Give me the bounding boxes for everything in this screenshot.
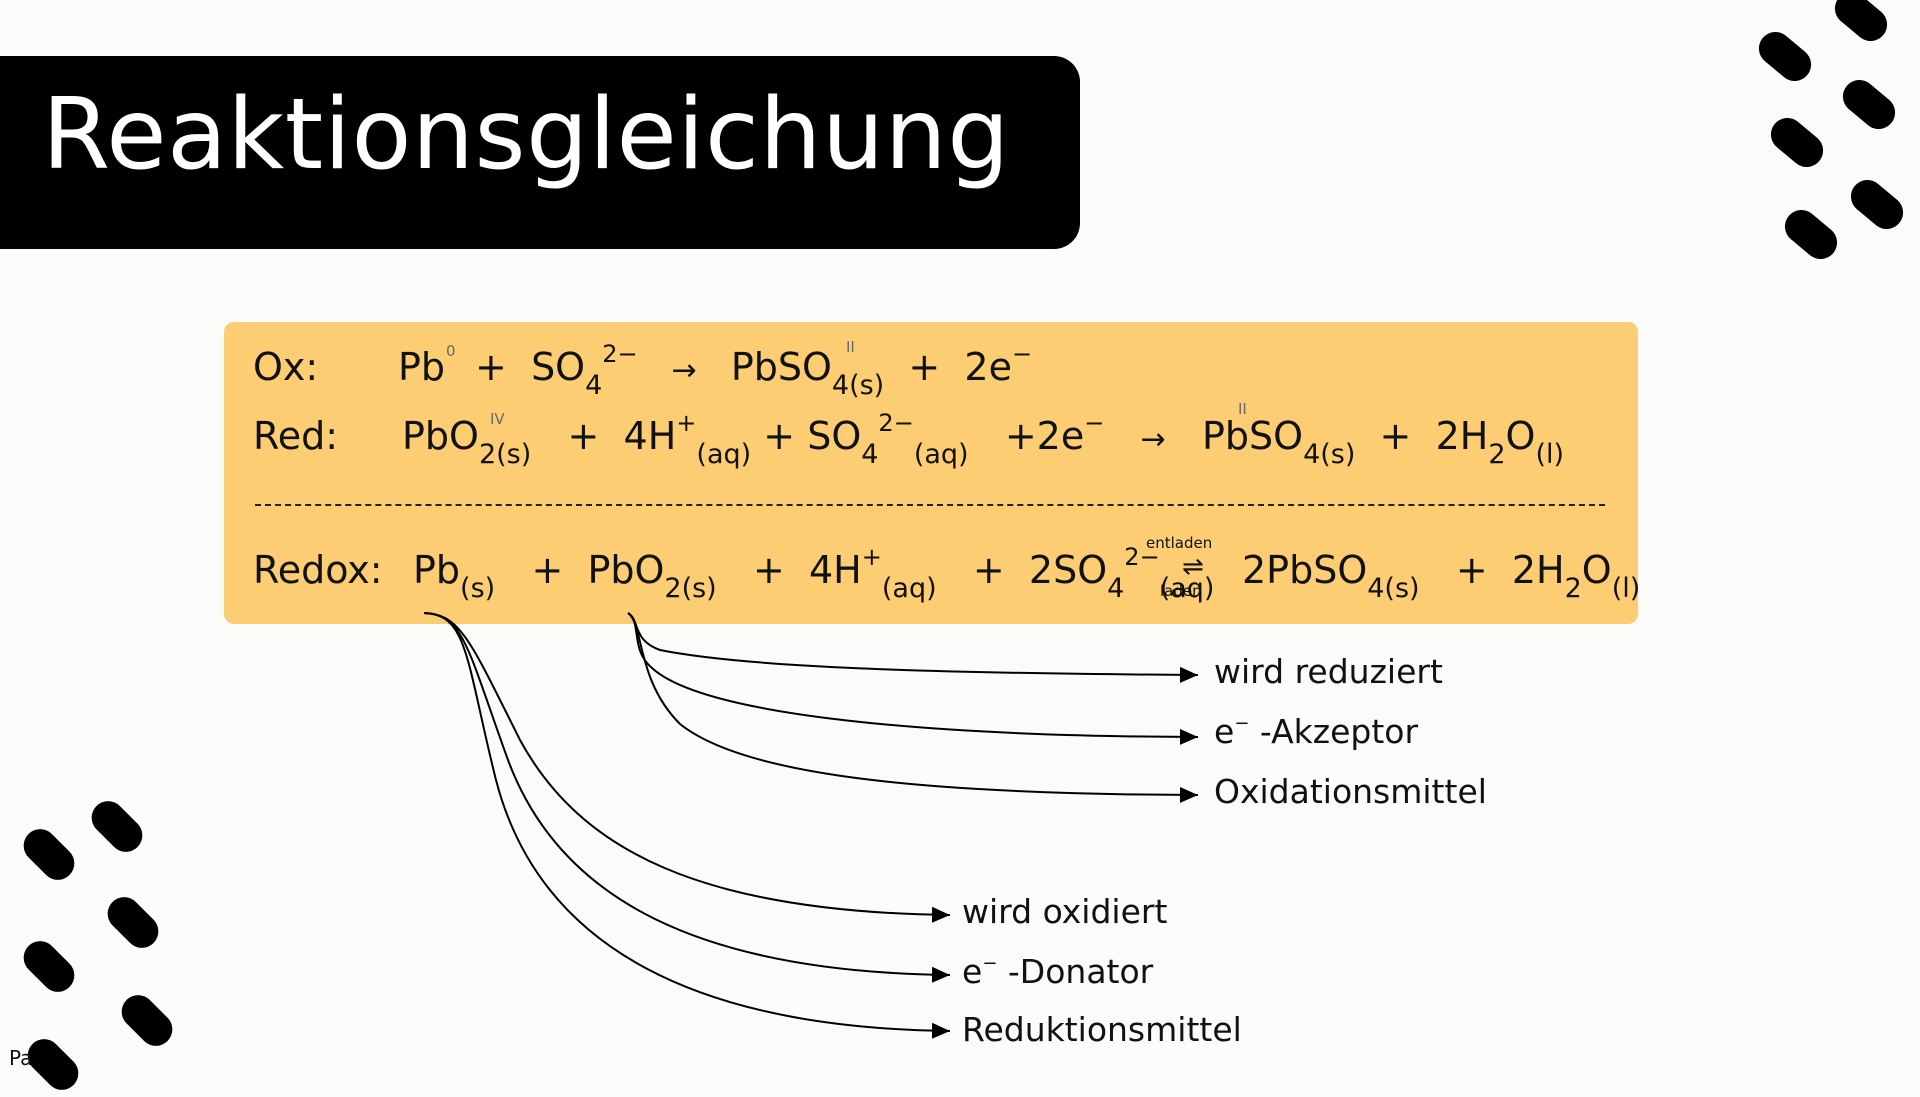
line-pbo2-reduced xyxy=(627,612,1199,683)
label-e-akzeptor: e− -Akzeptor xyxy=(1214,712,1419,751)
arrow-label-entladen: entladen xyxy=(1146,534,1213,552)
ox-equation: Pb+ SO42−→PbSO4(s) + 2e− xyxy=(398,340,1033,401)
line-pbo2-oxidant xyxy=(627,612,1199,803)
ox-number-pbso4-red: II xyxy=(1238,400,1247,418)
page-number: Pa xyxy=(9,1046,33,1070)
ox-number-pbso4: II xyxy=(846,338,855,356)
label-oxidationsmittel: Oxidationsmittel xyxy=(1214,772,1487,811)
ox-label: Ox: xyxy=(253,345,319,389)
page-title: Reaktionsgleichung xyxy=(42,78,1010,192)
redox-equation-right: 2PbSO4(s) + 2H2O(l) xyxy=(1242,548,1641,604)
arrow-label-laden: laden xyxy=(1160,582,1202,600)
redox-equation-left: Pb(s) + PbO2(s) + 4H+(aq) + 2SO42−(aq) xyxy=(413,543,1215,604)
title-banner xyxy=(0,56,1080,249)
red-label: Red: xyxy=(253,414,338,458)
label-wird-reduziert: wird reduziert xyxy=(1214,652,1443,691)
label-e-donator: e− -Donator xyxy=(962,952,1154,991)
line-pbo2-acceptor xyxy=(627,612,1199,745)
separator-dashes xyxy=(255,504,1605,506)
equation-box xyxy=(224,322,1638,624)
redox-label: Redox: xyxy=(253,548,383,592)
label-reduktionsmittel: Reduktionsmittel xyxy=(962,1010,1242,1049)
label-wird-oxidiert: wird oxidiert xyxy=(962,892,1168,931)
line-pb-donor xyxy=(423,612,951,983)
equilibrium-arrow: ⇌ xyxy=(1182,552,1204,582)
line-pb-oxidized xyxy=(423,612,951,923)
red-equation: PbO2(s) + 4H+(aq) + SO42−(aq) +2e− → PbS… xyxy=(402,409,1565,470)
line-pb-reductant xyxy=(423,612,951,1039)
ox-number-pb: 0 xyxy=(446,342,456,360)
ox-number-pbo2: IV xyxy=(490,410,505,428)
